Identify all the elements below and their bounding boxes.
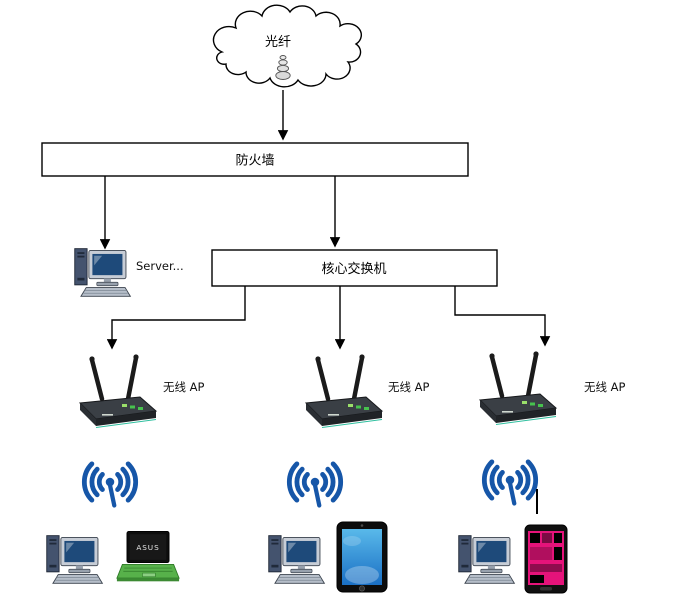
wifi-signal-icon-2 — [289, 464, 340, 506]
firewall-label: 防火墙 — [235, 153, 274, 169]
server-pc-icon — [74, 248, 131, 297]
tablet-icon — [336, 521, 388, 593]
ap3-node: 无线 AP — [480, 351, 626, 424]
firewall-node: 防火墙 — [41, 142, 469, 177]
ap1-router-icon — [80, 354, 156, 427]
desktop-pc-icon-2 — [268, 535, 325, 584]
desktop-pc-icon-3 — [458, 535, 515, 584]
text-cursor-artifact — [536, 489, 538, 514]
core-switch-node: 核心交换机 — [211, 249, 498, 287]
ap2-label: 无线 AP — [388, 380, 430, 394]
fiber-converter-icon — [275, 55, 291, 80]
server-node: Server... — [74, 248, 184, 297]
internet-cloud-node: 光纤 — [212, 4, 363, 88]
smartphone-icon — [524, 524, 568, 594]
client-group-1 — [46, 531, 180, 584]
ap1-label: 无线 AP — [163, 380, 205, 394]
firewall-box — [41, 142, 469, 177]
desktop-pc-icon-1 — [46, 535, 103, 584]
core-switch-box — [211, 249, 498, 287]
ap2-node: 无线 AP — [306, 354, 430, 427]
ap1-node: 无线 AP — [80, 354, 205, 427]
wifi-signal-icon-3 — [484, 462, 535, 504]
laptop-icon — [116, 531, 180, 582]
link-switch-to-ap1 — [106, 286, 246, 350]
client-group-3 — [458, 524, 568, 594]
ap2-router-icon — [306, 354, 382, 427]
core-switch-label: 核心交换机 — [321, 261, 386, 277]
ap3-label: 无线 AP — [584, 380, 626, 394]
client-group-2 — [268, 521, 388, 593]
server-label: Server... — [136, 259, 184, 273]
cloud-label: 光纤 — [265, 35, 291, 50]
wifi-signal-icon-1 — [84, 464, 135, 506]
cloud-shape — [212, 4, 363, 88]
ap3-router-icon — [480, 351, 556, 424]
link-switch-to-ap3 — [454, 286, 551, 347]
